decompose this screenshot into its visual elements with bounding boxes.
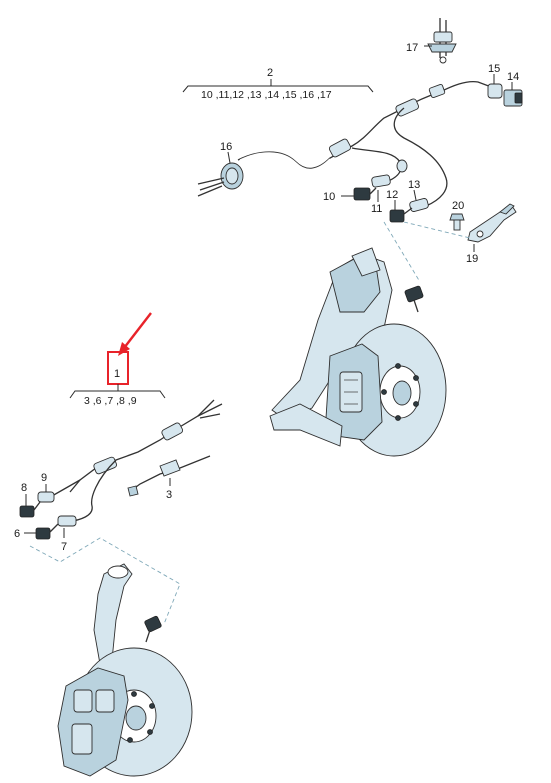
group2-bracket <box>182 85 374 93</box>
sensor-plug-6-link <box>49 523 59 533</box>
rear-disc-center <box>392 380 412 406</box>
rear-bolt-hole-1 <box>395 363 401 369</box>
label-14: 14 <box>507 71 519 83</box>
rear-bolt-hole-2 <box>413 375 419 381</box>
front-bolt-hole-2 <box>149 703 155 709</box>
rear-speed-sensor-lead <box>413 299 419 313</box>
harness-sleeve-a <box>328 138 352 158</box>
holder-17-body <box>433 31 453 43</box>
rear-bolt-hole-5 <box>381 389 387 395</box>
label-9: 9 <box>41 472 47 484</box>
front-caliper-piston-1 <box>73 689 93 713</box>
label-1: 1 <box>114 368 120 380</box>
rear-brake-assembly <box>269 247 447 457</box>
connector-7 <box>57 515 77 527</box>
label-2: 2 <box>267 67 273 79</box>
rear-bolt-hole-4 <box>395 415 401 421</box>
label-12: 12 <box>386 189 398 201</box>
connector-9 <box>37 491 55 503</box>
label-8: 8 <box>21 482 27 494</box>
leader-dash-lower <box>29 537 181 625</box>
rear-bolt-hole-3 <box>413 401 419 407</box>
plug-14-face <box>514 92 523 104</box>
bracket-19-hole <box>476 230 484 238</box>
rear-caliper-ribs <box>344 379 358 405</box>
sensor-plug-6 <box>35 527 51 540</box>
front-speed-sensor-lead <box>145 629 151 643</box>
label-10: 10 <box>323 191 335 203</box>
harness-main-cable <box>237 80 495 169</box>
front-bolt-hole-4 <box>127 737 133 743</box>
bolt-20 <box>449 213 465 231</box>
label-19: 19 <box>466 253 478 265</box>
bolt-20-shank <box>453 219 461 231</box>
label-3: 3 <box>166 489 172 501</box>
branch-cable-7 <box>67 459 117 523</box>
leader-16 <box>227 151 231 164</box>
rear-speed-sensor <box>404 285 424 303</box>
holder-17-base <box>427 43 457 53</box>
harness-cable-highlight <box>239 152 331 170</box>
callout-arrow-1 <box>123 312 152 349</box>
branch-clip-10 <box>396 159 408 173</box>
front-knuckle-top-eye <box>107 565 129 579</box>
holder-17-clip <box>439 56 447 64</box>
label-6: 6 <box>14 528 20 540</box>
leader-dash-upper-a <box>383 221 421 283</box>
sensor-plug-12-link <box>403 207 413 215</box>
sensor-plug-10 <box>353 187 371 201</box>
label-13: 13 <box>408 179 420 191</box>
branch-cable-13 <box>393 107 448 207</box>
label-11: 11 <box>371 203 382 215</box>
sensor-plug-8-link <box>33 501 41 511</box>
front-caliper-piston-2 <box>95 689 115 713</box>
front-caliper-piston-3 <box>71 723 93 755</box>
grommet-16-inner <box>225 167 239 185</box>
label-16: 16 <box>220 141 232 153</box>
connector-11 <box>371 174 391 188</box>
label-group2: 10 ,11,12 ,13 ,14 ,15 ,16 ,17 <box>201 89 332 101</box>
rear-strut-mount <box>351 247 381 277</box>
grommet-16-wires <box>197 177 225 197</box>
connector-13 <box>409 198 429 212</box>
harness-sleeve-c <box>428 84 446 98</box>
label-group1: 3 ,6 ,7 ,8 ,9 <box>84 395 137 407</box>
bracket-19-tab <box>499 203 515 215</box>
lower-harness-group: 1 3 ,6 ,7 ,8 ,9 3 9 8 6 <box>14 312 223 553</box>
rear-lower-arm <box>269 403 343 447</box>
connector-15 <box>487 83 503 99</box>
front-disc-center <box>125 705 147 731</box>
label-15: 15 <box>488 63 500 75</box>
holder-17 <box>427 18 457 64</box>
holder-3-body <box>159 459 181 477</box>
lower-harness-cable <box>69 403 223 493</box>
lower-sleeve-a <box>161 422 184 441</box>
front-bolt-hole-3 <box>147 729 153 735</box>
leader-dash-upper-b <box>403 221 471 239</box>
label-17: 17 <box>406 42 418 54</box>
upper-harness-group: 2 10 ,11,12 ,13 ,14 ,15 ,16 ,17 16 10 11… <box>182 18 523 265</box>
harness-sleeve-b <box>395 98 419 117</box>
label-7: 7 <box>61 541 67 553</box>
sensor-plug-12 <box>389 209 405 223</box>
leader-13 <box>413 189 417 201</box>
front-knuckle-arm <box>93 563 133 665</box>
front-speed-sensor <box>144 615 162 633</box>
lower-harness-end-wires <box>197 399 221 419</box>
label-20: 20 <box>452 200 464 212</box>
holder-3-bolt <box>127 485 139 497</box>
sensor-plug-8 <box>19 505 35 518</box>
bolt-20-head <box>449 213 465 221</box>
front-bolt-hole-1 <box>131 691 137 697</box>
holder-3-strap <box>131 455 211 491</box>
callout-arrowhead-1 <box>118 342 130 356</box>
sensor-plug-10-link <box>369 187 377 195</box>
front-brake-assembly <box>57 563 193 777</box>
